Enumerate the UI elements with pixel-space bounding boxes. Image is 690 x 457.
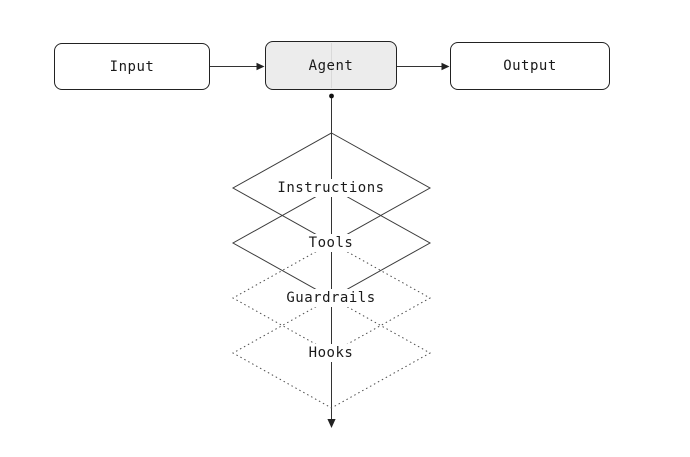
layer-label-instructions: Instructions xyxy=(272,179,390,197)
agent-center-seam xyxy=(331,43,332,88)
layer-label-hooks: Hooks xyxy=(303,344,359,362)
arrowhead-right-icon xyxy=(256,62,265,71)
layer-label-tools: Tools xyxy=(303,234,359,252)
agent-node: Agent xyxy=(265,41,397,90)
output-node: Output xyxy=(450,42,610,90)
arrowhead-down-icon xyxy=(327,419,336,428)
input-node-label: Input xyxy=(109,58,155,75)
agent-port-dot-icon xyxy=(329,93,334,99)
arrowhead-right-icon xyxy=(441,62,450,71)
hooks-diamond xyxy=(231,297,432,409)
agent-node-label: Agent xyxy=(308,57,354,74)
output-node-label: Output xyxy=(503,58,557,74)
layer-label-guardrails: Guardrails xyxy=(281,289,381,307)
input-node: Input xyxy=(54,43,210,90)
